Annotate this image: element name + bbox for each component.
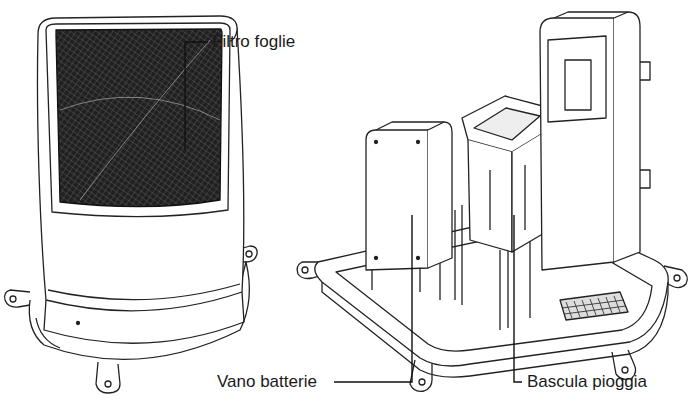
- leader-lines: [185, 42, 522, 382]
- funnel-housing: [5, 16, 258, 393]
- gauge-base-open: [297, 12, 687, 391]
- part-label: Vano batterie: [217, 372, 317, 392]
- part-label: Bascula pioggia: [527, 372, 647, 392]
- part-label: Filtro foglie: [212, 32, 295, 52]
